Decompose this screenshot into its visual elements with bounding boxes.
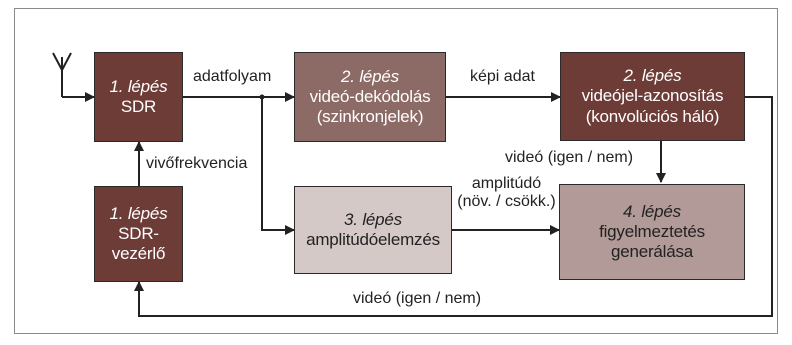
sdr-title: SDR	[120, 97, 157, 116]
identify-title: videójel-azonosítás	[581, 86, 724, 106]
datastream-label: adatfolyam	[193, 68, 272, 85]
amplitude-title: amplitúdóelemzés	[306, 230, 440, 249]
carrier-frequency-label: vivőfrekvencia	[146, 155, 248, 172]
controller-subtitle: vezérlő	[111, 244, 166, 264]
decode-box: 2. lépés videó-dekódolás (szinkronjelek)	[294, 52, 446, 142]
video-yes-no-label-bottom: videó (igen / nem)	[353, 290, 482, 307]
controller-box: 1. lépés SDR- vezérlő	[94, 186, 183, 282]
alert-step-label: 4. lépés	[623, 201, 681, 221]
sdr-box: 1. lépés SDR	[94, 52, 183, 142]
decode-subtitle: (szinkronjelek)	[316, 107, 424, 127]
alert-box: 4. lépés figyelmeztetés generálása	[559, 184, 745, 280]
alert-title: figyelmeztetés	[599, 221, 705, 241]
identify-subtitle: (konvolúciós háló)	[585, 106, 720, 126]
branch-to-amplitude-arrow	[261, 97, 295, 235]
amplitude-change-label: amplitúdó (növ. / csökk.)	[455, 175, 558, 212]
identify-to-controller-arrow	[134, 96, 773, 317]
video-yes-no-label-top: videó (igen / nem)	[505, 149, 634, 166]
alert-subtitle: generálása	[610, 242, 694, 262]
sdr-step-label: 1. lépés	[109, 76, 168, 96]
amplitude-label: amplitúdó	[471, 175, 542, 192]
decode-step-label: 2. lépés	[341, 66, 399, 86]
image-data-label: képi adat	[470, 68, 535, 85]
amplitude-box: 3. lépés amplitúdóelemzés	[294, 186, 452, 274]
amplitude-direction-label: (növ. / csökk.)	[457, 193, 556, 211]
identify-box: 2. lépés videójel-azonosítás (konvolúció…	[560, 52, 745, 141]
identify-step-label: 2. lépés	[623, 66, 682, 86]
controller-title: SDR-	[118, 223, 159, 243]
junction-dot	[259, 94, 265, 100]
antenna-icon	[52, 52, 72, 97]
decode-title: videó-dekódolás	[309, 86, 431, 106]
controller-step-label: 1. lépés	[109, 203, 168, 223]
amplitude-step-label: 3. lépés	[344, 209, 402, 229]
